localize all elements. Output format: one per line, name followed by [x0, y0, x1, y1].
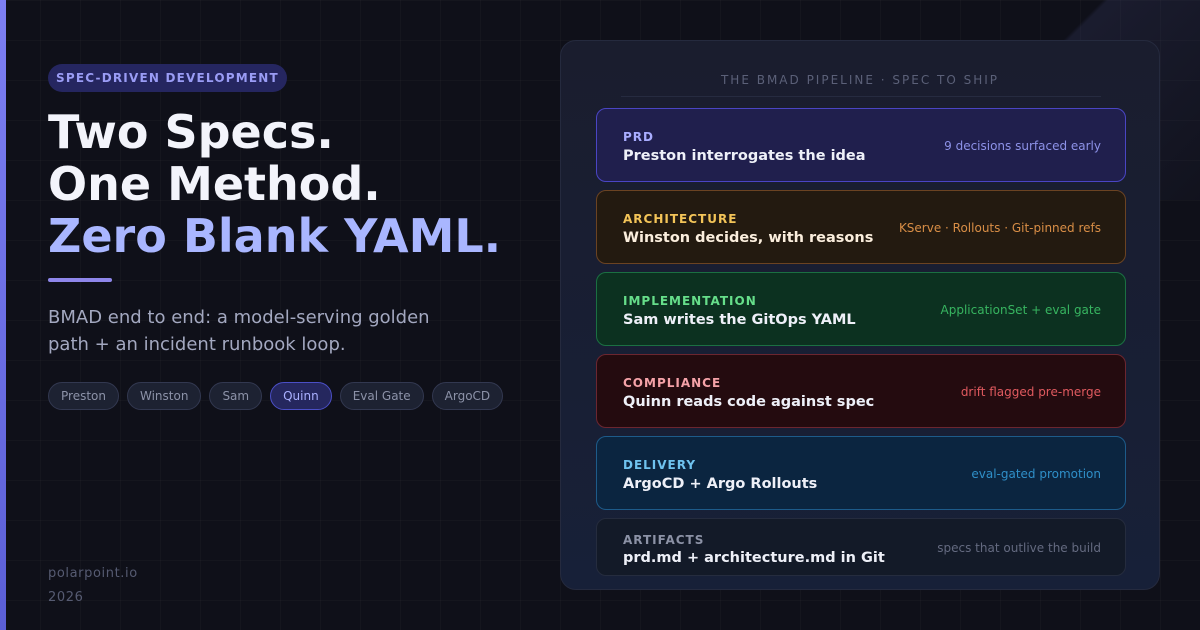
stage-note: 9 decisions surfaced early — [944, 139, 1101, 153]
stage-note: eval-gated promotion — [971, 467, 1101, 481]
pipeline-title: THE BMAD PIPELINE · SPEC TO SHIP — [720, 73, 1000, 87]
footer-year: 2026 — [48, 590, 84, 605]
chip-argocd: ArgoCD — [431, 382, 504, 410]
stage-label: ARCHITECTURE — [623, 212, 738, 226]
chip-preston: Preston — [48, 382, 119, 410]
headline-line-3: Zero Blank YAML. — [48, 209, 502, 263]
eyebrow-badge: SPEC-DRIVEN DEVELOPMENT — [48, 64, 287, 92]
stage-note: KServe · Rollouts · Git-pinned refs — [898, 221, 1101, 235]
stage-delivery: DELIVERY ArgoCD + Argo Rollouts eval-gat… — [596, 436, 1126, 510]
headline-line-1: Two Specs. — [48, 105, 334, 159]
chip-quinn: Quinn — [270, 382, 332, 410]
stage-description: Sam writes the GitOps YAML — [623, 312, 856, 328]
stage-description: Preston interrogates the idea — [623, 148, 866, 164]
chip-eval-gate: Eval Gate — [339, 382, 424, 410]
stage-description: prd.md + architecture.md in Git — [623, 550, 885, 566]
stage-description: Quinn reads code against spec — [623, 394, 875, 410]
footer: polarpoint.io 2026 — [48, 562, 138, 610]
stage-architecture: ARCHITECTURE Winston decides, with reaso… — [596, 190, 1126, 264]
pipeline-panel: THE BMAD PIPELINE · SPEC TO SHIP PRD Pre… — [560, 40, 1160, 590]
subtitle: BMAD end to end: a model-serving golden … — [48, 307, 430, 355]
stage-note: drift flagged pre-merge — [960, 385, 1101, 399]
stage-note: ApplicationSet + eval gate — [940, 303, 1101, 317]
stage-label: ARTIFACTS — [623, 533, 705, 547]
stage-note: specs that outlive the build — [937, 541, 1101, 555]
stage-label: COMPLIANCE — [623, 376, 722, 390]
pipeline-title-rule — [621, 96, 1101, 97]
stage-implementation: IMPLEMENTATION Sam writes the GitOps YAM… — [596, 272, 1126, 346]
stage-artifacts: ARTIFACTS prd.md + architecture.md in Gi… — [596, 518, 1126, 576]
stage-compliance: COMPLIANCE Quinn reads code against spec… — [596, 354, 1126, 428]
footer-site: polarpoint.io — [48, 566, 138, 581]
headline-divider — [48, 278, 112, 282]
chip-sam: Sam — [209, 382, 263, 410]
stage-prd: PRD Preston interrogates the idea 9 deci… — [596, 108, 1126, 182]
agent-chips: Preston Winston Sam Quinn Eval Gate Argo… — [48, 382, 528, 410]
stage-description: ArgoCD + Argo Rollouts — [623, 476, 818, 492]
stage-description: Winston decides, with reasons — [623, 230, 874, 246]
stage-label: IMPLEMENTATION — [623, 294, 757, 308]
chip-winston: Winston — [126, 382, 202, 410]
left-accent-bar — [0, 0, 6, 630]
stage-label: PRD — [623, 130, 654, 144]
headline-line-2: One Method. — [48, 157, 381, 211]
stage-label: DELIVERY — [623, 458, 697, 472]
headline: Two Specs. One Method. Zero Blank YAML. — [48, 106, 528, 262]
hero-section: SPEC-DRIVEN DEVELOPMENT Two Specs. One M… — [48, 64, 528, 410]
